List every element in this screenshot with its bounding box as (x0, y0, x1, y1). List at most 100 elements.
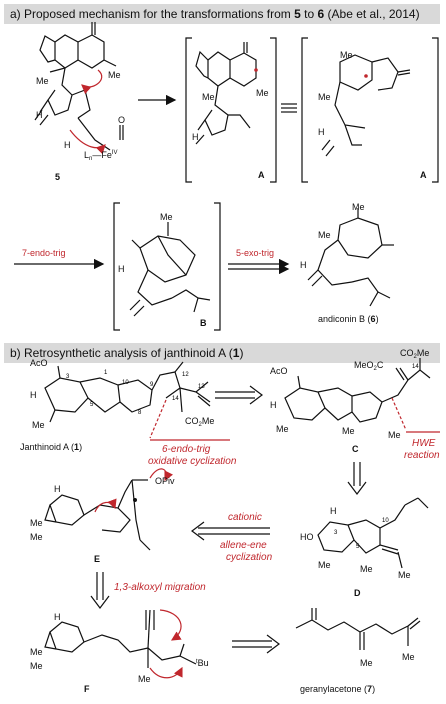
retro-arrow-E-F (90, 572, 110, 609)
molecule-7 (295, 608, 421, 650)
7-me2: Me (402, 652, 415, 662)
A2-me1: Me (340, 50, 353, 60)
B-h: H (118, 264, 125, 274)
F-h: H (54, 612, 61, 622)
D-label: D (354, 588, 361, 598)
bracket-A1 (185, 37, 277, 183)
B-me: Me (160, 212, 173, 222)
E-opiv: OPiv (155, 476, 175, 486)
molecule-F (44, 609, 197, 668)
D-me2: Me (360, 564, 373, 574)
F-me3: Me (138, 674, 151, 684)
C-num14: 14 (412, 364, 419, 370)
mol1-annot2: oxidative cyclization (148, 456, 237, 467)
mol1-locants: 3 1 10 9 12 13 14 5 8 (66, 370, 205, 416)
equivalence-symbol (281, 103, 297, 113)
A1-me1: Me (202, 92, 215, 102)
mol1-h: H (30, 390, 37, 400)
mol1-aco: AcO (30, 358, 48, 368)
A1-h: H (192, 132, 199, 142)
E-me1: Me (30, 518, 43, 528)
retro-arrow-F-7 (232, 634, 280, 654)
svg-text:8: 8 (138, 410, 142, 416)
arrow1-label: 7-endo-trig (22, 248, 66, 258)
D-num3: 3 (334, 530, 338, 536)
molecule-E (44, 479, 151, 551)
F-label: F (84, 684, 90, 694)
retro-arrow-C-D (347, 462, 367, 495)
F-tbu: tBu (196, 658, 209, 668)
mol5-me1: Me (36, 76, 49, 86)
A2-h: H (318, 127, 325, 137)
E-me2: Me (30, 532, 43, 542)
section-b-header: b) Retrosynthetic analysis of janthinoid… (4, 343, 440, 363)
mol5-o-top: O (118, 115, 125, 125)
D-me3: Me (398, 570, 411, 580)
A1-label: A (258, 170, 265, 180)
F-arrow2 (149, 666, 183, 679)
F-me2: Me (30, 661, 43, 671)
svg-text:1: 1 (104, 370, 108, 376)
mol1-annot1: 6-endo-trig (162, 444, 211, 455)
E-allene-dot (133, 498, 137, 502)
mol5-me2: Me (108, 70, 121, 80)
6-h: H (300, 260, 307, 270)
C-annot2: reaction (404, 450, 440, 461)
mol5-label: 5 (55, 172, 60, 182)
molecule-B (129, 222, 211, 317)
E-arrow1 (149, 468, 174, 482)
svg-text:12: 12 (182, 372, 189, 378)
mol1-disconnection (149, 399, 167, 439)
andiconin-label: andiconin B (6) (318, 314, 379, 324)
bracket-A2 (301, 37, 439, 183)
A2-label: A (420, 170, 427, 180)
A2-radical-dot (364, 74, 368, 78)
svg-text:3: 3 (66, 374, 70, 380)
C-me2: Me (342, 426, 355, 436)
6-me2: Me (318, 230, 331, 240)
molecule-5-arrows (69, 69, 106, 155)
janthinoid-label: Janthinoid A (1) (20, 442, 82, 452)
mol5-oh: H (64, 140, 71, 150)
C-label: C (352, 444, 359, 454)
E-arrow2 (94, 498, 117, 513)
retro-arrow-D-E (191, 521, 270, 541)
svg-text:5: 5 (90, 402, 94, 408)
A2-me2: Me (318, 92, 331, 102)
svg-text:13: 13 (198, 384, 205, 390)
molecule-C (284, 358, 431, 423)
bracket-B (113, 202, 221, 331)
D-h: H (330, 506, 337, 516)
mol1-me: Me (32, 420, 45, 430)
section-a-header: a) Proposed mechanism for the transforma… (4, 4, 440, 24)
E-h: H (54, 484, 61, 494)
svg-text:14: 14 (172, 396, 179, 402)
molecule-5 (34, 22, 124, 151)
C-me1: Me (276, 424, 289, 434)
A1-radical-dot (254, 68, 258, 72)
C-meo2c: MeO2C (354, 360, 384, 372)
F-arrow1 (159, 609, 182, 641)
molecule-D (317, 497, 429, 569)
C-disconnection (391, 397, 407, 431)
mol5-fe-ligand: Ln—FeIV (84, 150, 118, 162)
mol1-co2me: CO2Me (185, 416, 214, 428)
svg-text:9: 9 (150, 382, 154, 388)
C-me3: Me (388, 430, 401, 440)
molecule-6 (307, 208, 394, 307)
C-aco: AcO (270, 366, 288, 376)
A1-me2: Me (256, 88, 269, 98)
B-label: B (200, 318, 207, 328)
6-me1: Me (352, 202, 365, 212)
arrow2-label: 5-exo-trig (236, 248, 274, 258)
D-num5: 5 (356, 544, 360, 550)
mol5-h: H (36, 110, 43, 120)
E-label: E (94, 554, 100, 564)
svg-text:10: 10 (122, 380, 129, 386)
D-me1: Me (318, 560, 331, 570)
arrow-DE-label1: cationic (228, 512, 262, 523)
arrow-DE-label3: cyclization (226, 552, 273, 563)
geranylacetone-label: geranylacetone (7) (300, 684, 375, 694)
7-me: Me (360, 658, 373, 668)
